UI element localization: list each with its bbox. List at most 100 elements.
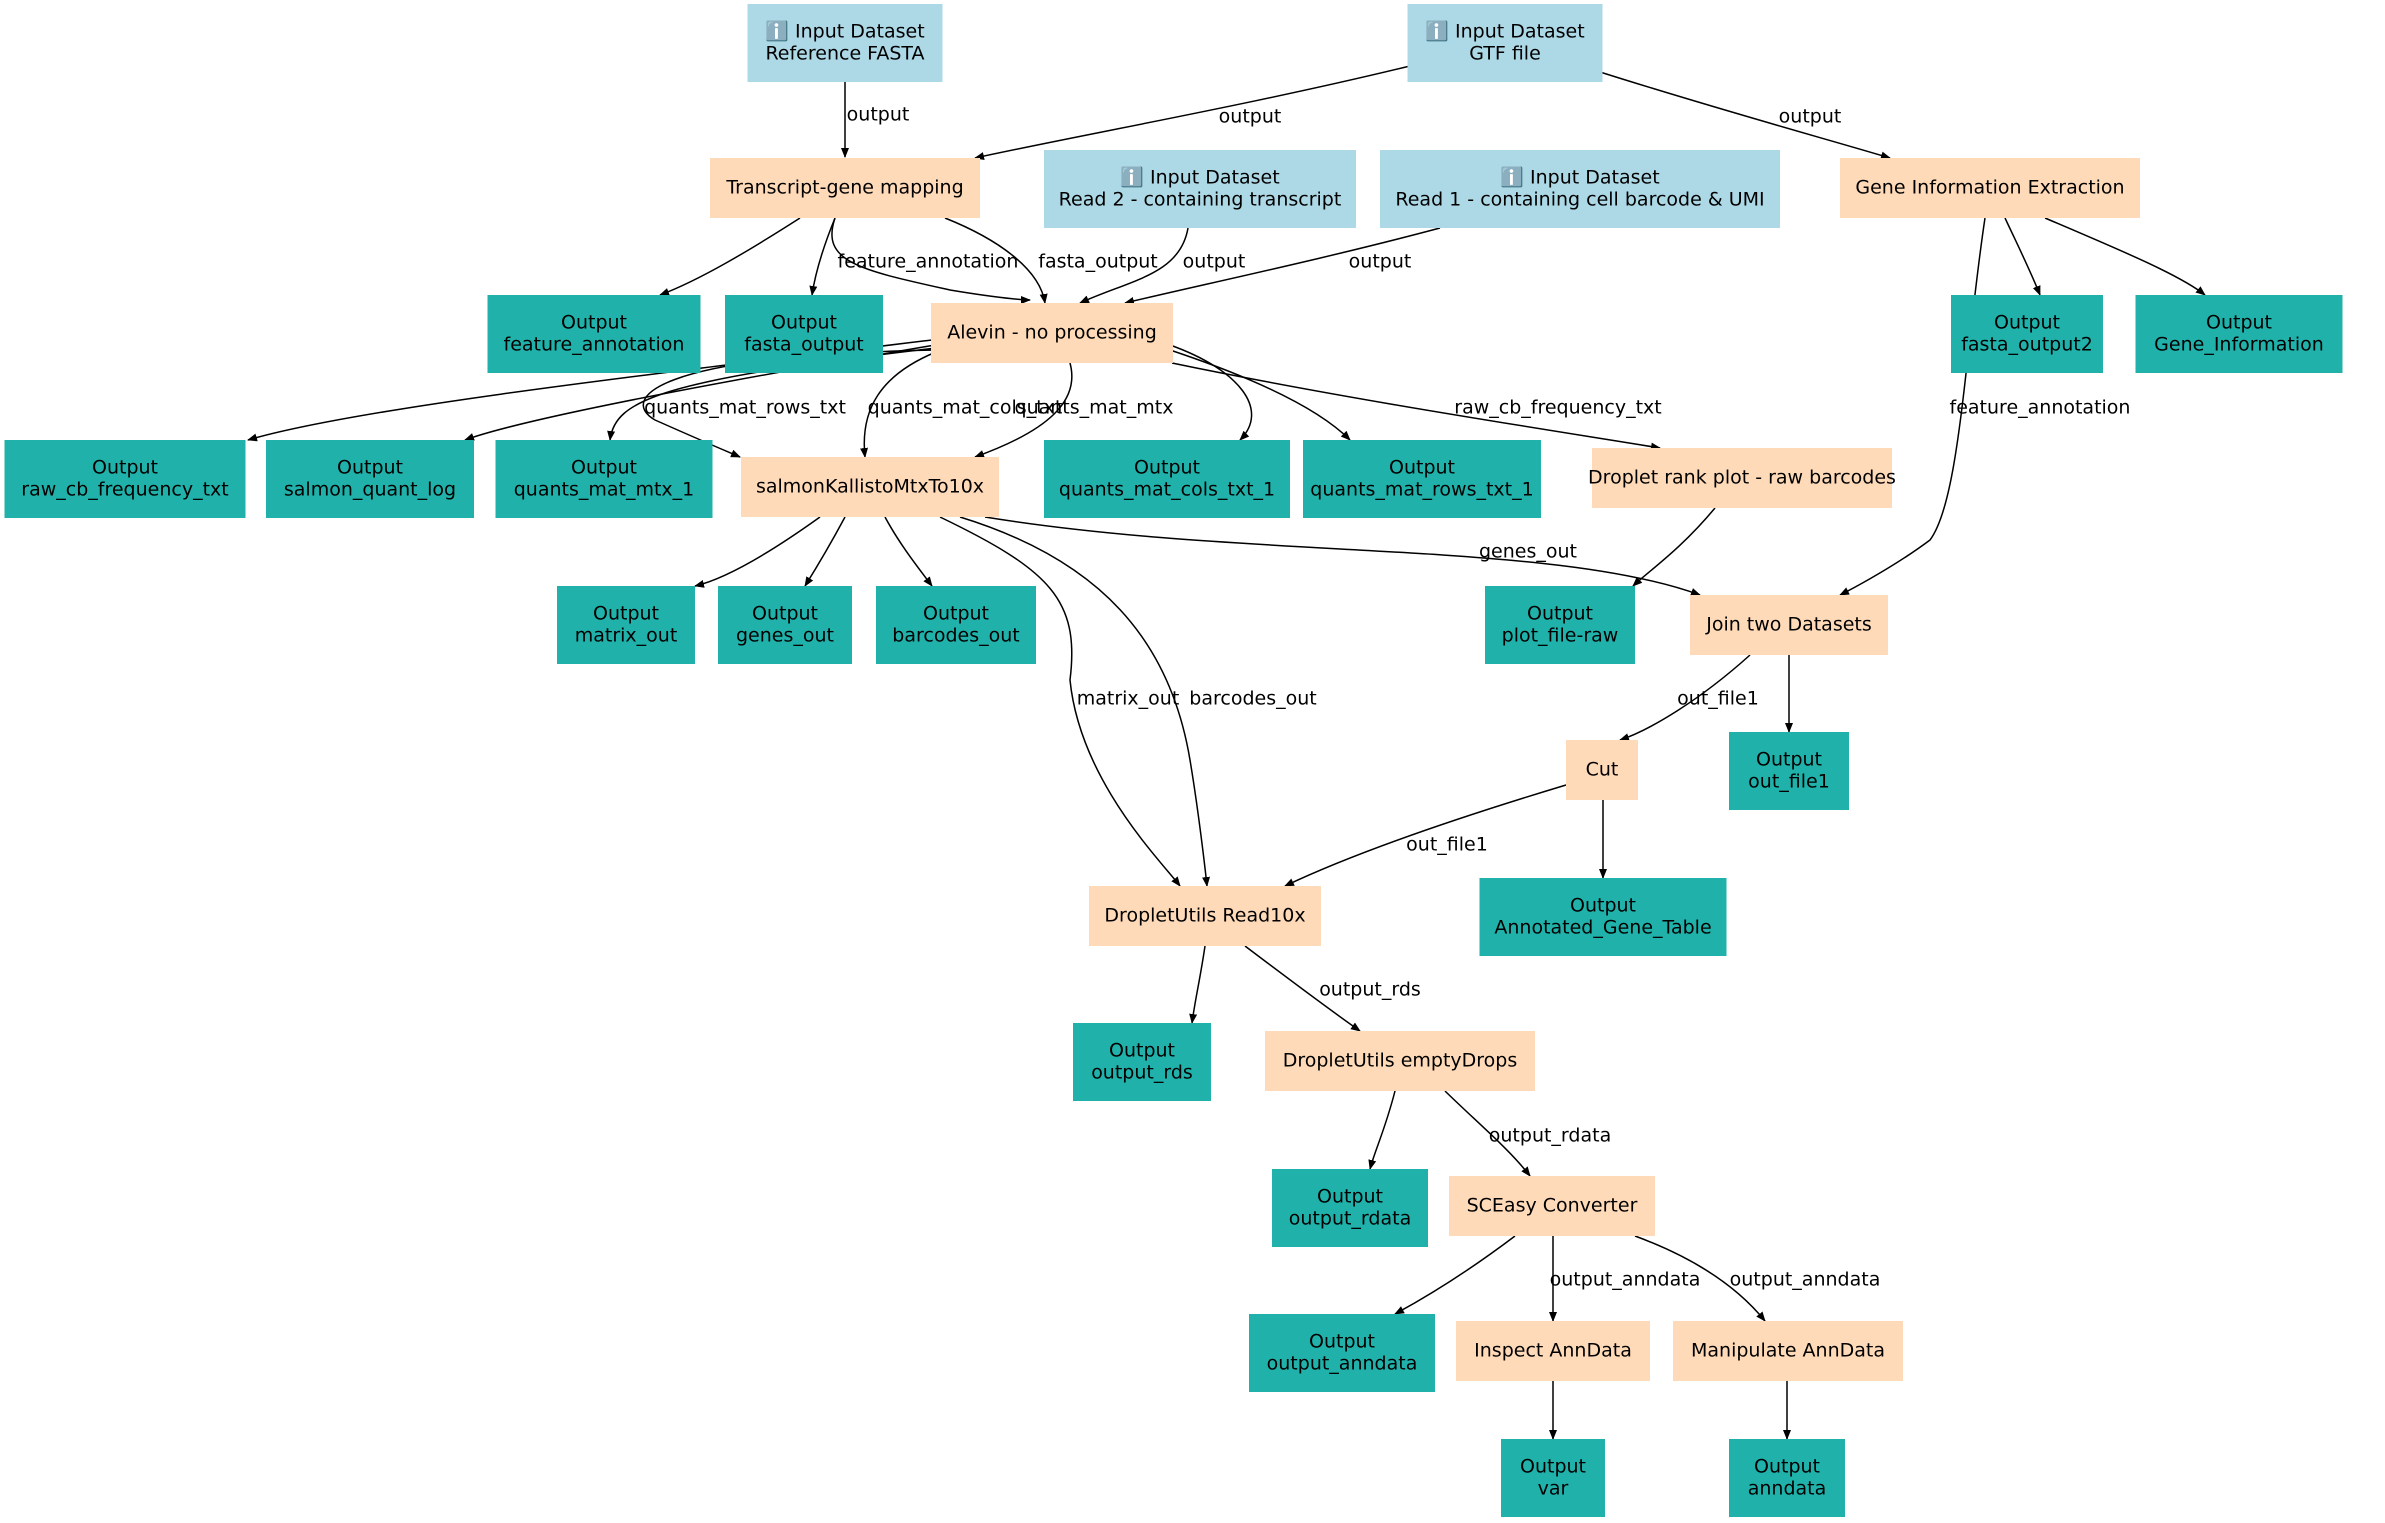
edge-line	[1599, 71, 1891, 160]
node-title: salmonKallistoMtxTo10x	[756, 476, 984, 498]
node-title: Output	[1520, 1456, 1586, 1478]
node-box	[1044, 150, 1356, 228]
node-box	[1449, 1176, 1655, 1236]
edge-t_read10x-to-t_empty: output_rds	[1244, 945, 1421, 1032]
edge-line	[2004, 217, 2041, 296]
edge-t_map-to-t_alevin: feature_annotation	[831, 217, 1031, 304]
edge-line	[1244, 945, 1361, 1032]
tool-step-node-t_empty[interactable]: DropletUtils emptyDrops	[1265, 1031, 1535, 1091]
edge-line	[959, 516, 1211, 887]
edge-t_gene-to-o_geneinfo	[2044, 217, 2206, 296]
edge-in_gtf-to-t_map: output	[974, 65, 1411, 160]
edge-t_alevin-to-o_rows1	[1169, 349, 1351, 441]
edge-line	[860, 351, 937, 458]
tool-step-node-t_sceasy[interactable]: SCEasy Converter	[1449, 1176, 1655, 1236]
node-title: ℹ️ Input Dataset	[1500, 166, 1659, 189]
node-subtitle: fasta_output	[744, 334, 864, 356]
edge-line	[1368, 1090, 1396, 1170]
edge-label: output	[1779, 106, 1842, 128]
tool-step-node-t_manip[interactable]: Manipulate AnnData	[1673, 1321, 1903, 1381]
node-subtitle: feature_annotation	[504, 334, 685, 356]
tool-step-node-t_map[interactable]: Transcript-gene mapping	[710, 158, 980, 218]
edge-line	[1124, 227, 1441, 305]
node-title: Droplet rank plot - raw barcodes	[1588, 467, 1896, 489]
edge-line	[1169, 344, 1253, 441]
edge-t_gene-to-t_join: feature_annotation	[1839, 217, 2130, 596]
node-box	[1380, 150, 1780, 228]
tool-step-node-t_inspect[interactable]: Inspect AnnData	[1456, 1321, 1650, 1381]
edge-line	[1619, 654, 1751, 741]
node-subtitle: output_rds	[1091, 1062, 1193, 1084]
edge-line	[939, 516, 1181, 887]
tool-step-node-t_gene[interactable]: Gene Information Extraction	[1840, 158, 2140, 218]
node-subtitle: salmon_quant_log	[284, 479, 456, 501]
node-subtitle: fasta_output2	[1961, 334, 2093, 356]
edge-t_cut-to-t_read10x: out_file1	[1284, 784, 1567, 887]
node-box	[1479, 878, 1727, 956]
node-subtitle: barcodes_out	[892, 625, 1019, 647]
node-box	[1501, 1439, 1605, 1517]
edge-line	[1284, 784, 1567, 887]
tool-step-node-t_salmon[interactable]: salmonKallistoMtxTo10x	[741, 457, 999, 517]
node-box	[1729, 1439, 1845, 1517]
node-box	[1249, 1314, 1435, 1392]
node-box	[4, 440, 246, 518]
edge-label: output	[1349, 251, 1412, 273]
edge-label: quants_mat_mtx	[1015, 397, 1174, 419]
tool-step-node-t_join[interactable]: Join two Datasets	[1690, 595, 1888, 655]
node-title: ℹ️ Input Dataset	[765, 20, 924, 43]
node-box	[718, 586, 852, 664]
edge-t_join-to-t_cut: out_file1	[1619, 654, 1759, 741]
edge-label: feature_annotation	[838, 251, 1019, 273]
node-subtitle: output_anndata	[1267, 1353, 1418, 1375]
node-title: Gene Information Extraction	[1855, 177, 2124, 199]
tool-step-node-t_read10x[interactable]: DropletUtils Read10x	[1089, 886, 1321, 946]
node-title: Output	[1994, 312, 2060, 334]
tool-step-node-t_alevin[interactable]: Alevin - no processing	[931, 303, 1173, 363]
edge-line	[1169, 349, 1351, 441]
edge-label: quants_mat_rows_txt	[644, 397, 846, 419]
node-subtitle: Read 2 - containing transcript	[1059, 189, 1342, 211]
edge-t_empty-to-t_sceasy: output_rdata	[1444, 1090, 1611, 1177]
node-subtitle: quants_mat_rows_txt_1	[1310, 479, 1533, 501]
node-box	[725, 295, 883, 373]
edge-t_gene-to-o_fasta2	[2004, 217, 2041, 296]
edge-t_alevin-to-t_salmon: quants_mat_mtx	[974, 362, 1174, 458]
tool-step-node-t_rank[interactable]: Droplet rank plot - raw barcodes	[1588, 448, 1896, 508]
node-title: Output	[752, 603, 818, 625]
edge-t_salmon-to-o_genes	[804, 516, 846, 587]
edge-line	[1632, 507, 1716, 587]
edge-line	[2044, 217, 2206, 296]
node-box	[741, 457, 999, 517]
node-box	[1690, 595, 1888, 655]
tool-step-node-t_cut[interactable]: Cut	[1566, 740, 1638, 800]
edge-label: output	[847, 104, 910, 126]
node-box	[710, 158, 980, 218]
node-title: ℹ️ Input Dataset	[1425, 20, 1584, 43]
